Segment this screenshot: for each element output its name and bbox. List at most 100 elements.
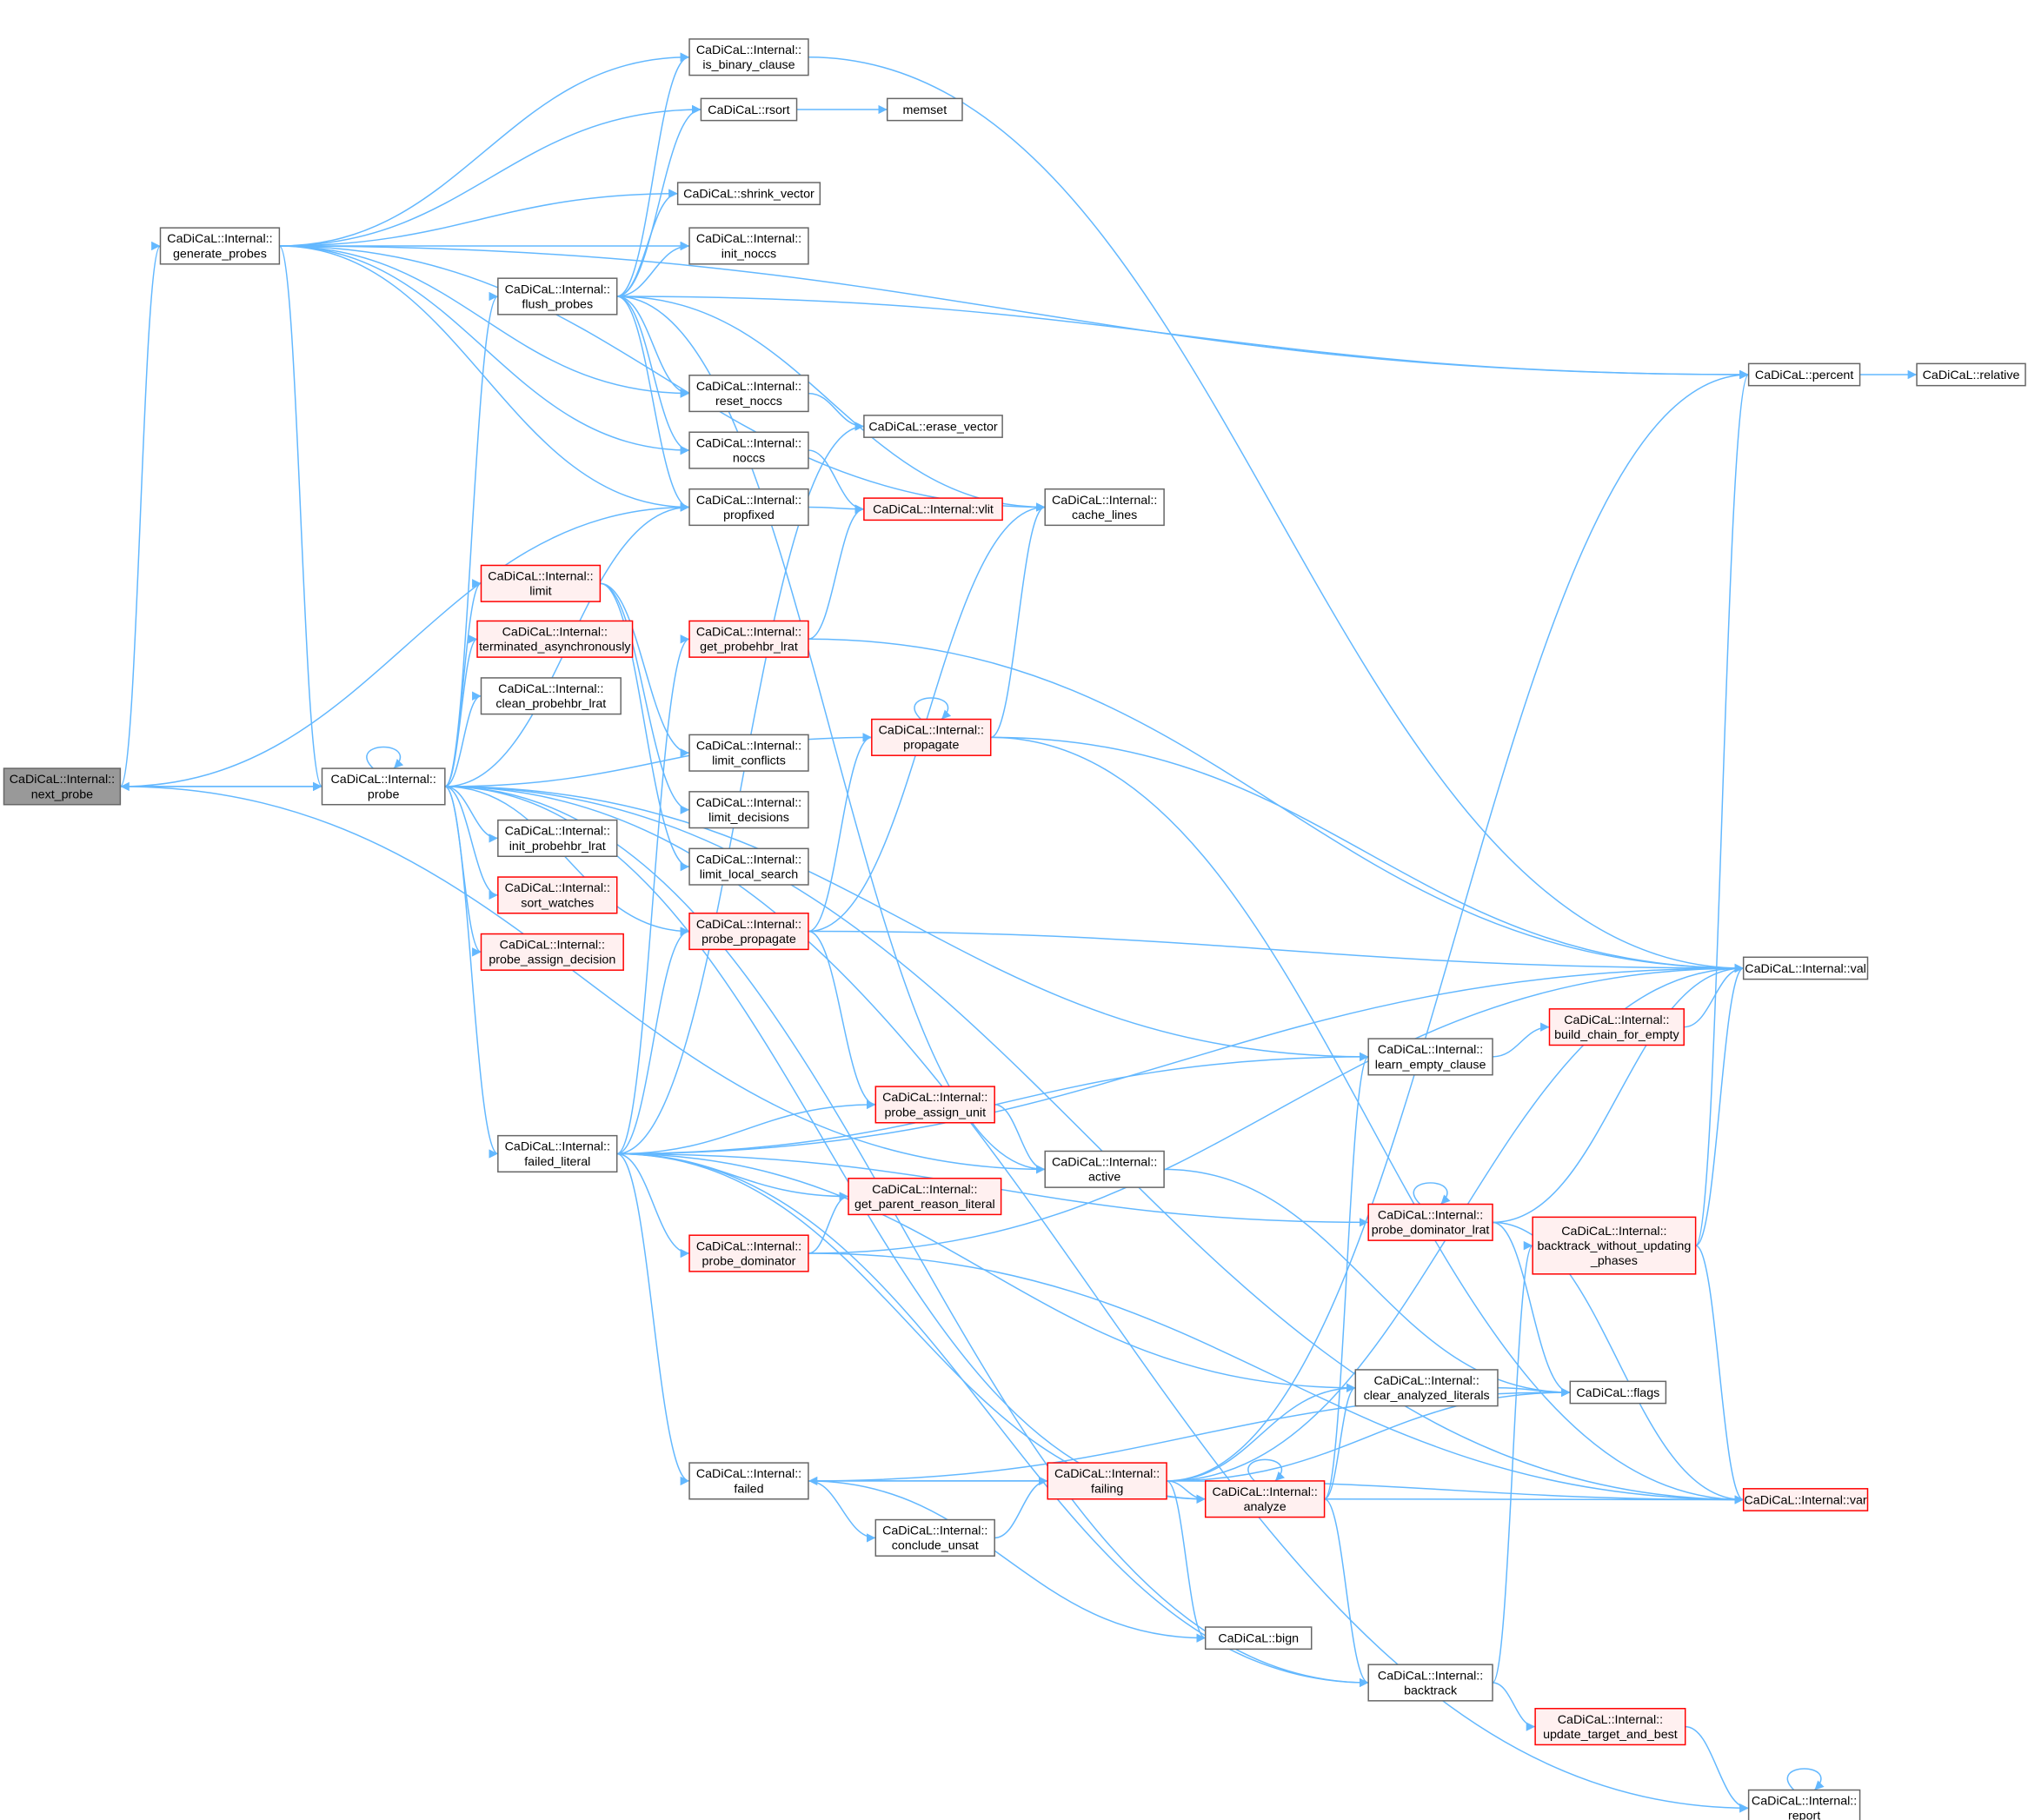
node-box xyxy=(1534,1708,1686,1746)
node-flags[interactable]: CaDiCaL::flags xyxy=(1569,1380,1667,1405)
edge-clear_analyzed_literals-to-flags xyxy=(1497,1387,1571,1398)
node-probe-assign-unit[interactable]: CaDiCaL::Internal::probe_assign_unit xyxy=(874,1086,995,1124)
node-box xyxy=(1044,488,1165,527)
node-next-probe[interactable]: CaDiCaL::Internal::next_probe xyxy=(3,767,122,806)
node-label: CaDiCaL::bign xyxy=(1218,1632,1299,1646)
node-memset[interactable]: memset xyxy=(886,97,963,122)
node-label: init_noccs xyxy=(721,247,776,261)
node-label: CaDiCaL::Internal:: xyxy=(696,494,801,508)
node-shrink-vector[interactable]: CaDiCaL::shrink_vector xyxy=(676,182,821,206)
node-box xyxy=(688,734,809,772)
node-box xyxy=(688,912,809,951)
edge-limit-to-limit_conflicts xyxy=(600,582,690,758)
node-label: CaDiCaL::Internal:: xyxy=(502,626,608,640)
node-var[interactable]: CaDiCaL::Internal::var xyxy=(1742,1488,1869,1511)
node-propfixed[interactable]: CaDiCaL::Internal::propfixed xyxy=(688,488,809,527)
node-learn-empty-clause[interactable]: CaDiCaL::Internal::learn_empty_clause xyxy=(1367,1038,1493,1076)
node-clear-analyzed-literals[interactable]: CaDiCaL::Internal::clear_analyzed_litera… xyxy=(1354,1369,1499,1407)
node-box xyxy=(1742,956,1869,980)
node-label: CaDiCaL::Internal:: xyxy=(696,626,801,640)
edge-propagate-to-val xyxy=(990,736,1744,973)
edge-next_probe-to-propfixed xyxy=(120,502,690,787)
node-rsort[interactable]: CaDiCaL::rsort xyxy=(700,97,798,122)
node-label: backtrack xyxy=(1404,1684,1458,1697)
node-limit-decisions[interactable]: CaDiCaL::Internal::limit_decisions xyxy=(688,791,809,829)
node-label: is_binary_clause xyxy=(702,58,795,72)
node-label: failed xyxy=(734,1482,763,1496)
node-percent[interactable]: CaDiCaL::percent xyxy=(1747,362,1861,387)
edge-limit-to-limit_local_search xyxy=(600,582,690,872)
node-propagate[interactable]: CaDiCaL::Internal::propagate xyxy=(871,718,992,756)
edge-failing-to-percent xyxy=(1167,369,1749,1482)
node-relative[interactable]: CaDiCaL::relative xyxy=(1916,362,2026,387)
edge-get_probehbr_lrat-to-vlit xyxy=(808,504,865,641)
node-label: clean_probehbr_lrat xyxy=(495,697,606,711)
node-box xyxy=(863,497,1003,521)
node-box xyxy=(688,791,809,829)
node-label: flush_probes xyxy=(522,297,593,311)
node-box xyxy=(480,564,602,602)
node-erase-vector[interactable]: CaDiCaL::erase_vector xyxy=(863,415,1003,438)
node-sort-watches[interactable]: CaDiCaL::Internal::sort_watches xyxy=(497,876,618,914)
node-val[interactable]: CaDiCaL::Internal::val xyxy=(1742,956,1869,980)
node-limit-conflicts[interactable]: CaDiCaL::Internal::limit_conflicts xyxy=(688,734,809,772)
node-box xyxy=(497,1134,618,1173)
node-active[interactable]: CaDiCaL::Internal::active xyxy=(1044,1150,1165,1188)
node-init-probehbr-lrat[interactable]: CaDiCaL::Internal::init_probehbr_lrat xyxy=(497,819,618,857)
node-label: CaDiCaL::Internal:: xyxy=(879,724,984,738)
node-label: update_target_and_best xyxy=(1543,1728,1678,1742)
node-report[interactable]: CaDiCaL::Internal::report xyxy=(1747,1789,1861,1820)
node-limit-local-search[interactable]: CaDiCaL::Internal::limit_local_search xyxy=(688,847,809,886)
edge-probe-to-var xyxy=(444,786,1744,1504)
node-probe-dominator-lrat[interactable]: CaDiCaL::Internal::probe_dominator_lrat xyxy=(1367,1203,1493,1241)
node-init-noccs[interactable]: CaDiCaL::Internal::init_noccs xyxy=(688,227,809,265)
node-limit[interactable]: CaDiCaL::Internal::limit xyxy=(480,564,602,602)
node-label: CaDiCaL::Internal:: xyxy=(505,881,610,895)
edge-learn_empty_clause-to-build_chain_for_empty xyxy=(1493,1022,1550,1058)
node-backtrack[interactable]: CaDiCaL::Internal::backtrack xyxy=(1367,1664,1493,1702)
node-conclude-unsat[interactable]: CaDiCaL::Internal::conclude_unsat xyxy=(874,1518,995,1557)
node-clean-probehbr-lrat[interactable]: CaDiCaL::Internal::clean_probehbr_lrat xyxy=(480,677,622,715)
node-noccs[interactable]: CaDiCaL::Internal::noccs xyxy=(688,431,809,469)
node-generate-probes[interactable]: CaDiCaL::Internal::generate_probes xyxy=(159,227,281,265)
node-label: CaDiCaL::Internal:: xyxy=(1054,1467,1160,1481)
edge-failed_literal-to-failed xyxy=(616,1152,690,1486)
node-failing[interactable]: CaDiCaL::Internal::failing xyxy=(1047,1462,1167,1500)
edge-probe-to-report xyxy=(444,786,1749,1813)
edge-report-to-report xyxy=(1786,1768,1825,1791)
node-build-chain-for-empty[interactable]: CaDiCaL::Internal::build_chain_for_empty xyxy=(1548,1008,1685,1046)
node-flush-probes[interactable]: CaDiCaL::Internal::flush_probes xyxy=(497,277,618,316)
node-reset-noccs[interactable]: CaDiCaL::Internal::reset_noccs xyxy=(688,375,809,413)
node-get-probehbr-lrat[interactable]: CaDiCaL::Internal::get_probehbr_lrat xyxy=(688,620,809,658)
node-failed-literal[interactable]: CaDiCaL::Internal::failed_literal xyxy=(497,1134,618,1173)
node-label: cache_lines xyxy=(1072,508,1137,522)
node-probe[interactable]: CaDiCaL::Internal::probe xyxy=(321,767,446,806)
node-box xyxy=(688,847,809,886)
node-probe-assign-decision[interactable]: CaDiCaL::Internal::probe_assign_decision xyxy=(480,933,624,971)
edge-probe_propagate-to-val xyxy=(808,930,1744,973)
node-box xyxy=(688,38,809,76)
node-probe-propagate[interactable]: CaDiCaL::Internal::probe_propagate xyxy=(688,912,809,951)
node-is-binary-clause[interactable]: CaDiCaL::Internal::is_binary_clause xyxy=(688,38,809,76)
node-analyze[interactable]: CaDiCaL::Internal::analyze xyxy=(1204,1480,1326,1518)
edge-analyze-to-var xyxy=(1324,1495,1744,1504)
node-label: CaDiCaL::erase_vector xyxy=(868,420,998,434)
edge-failing-to-bign xyxy=(1166,1480,1207,1643)
node-terminated-asynchronously[interactable]: CaDiCaL::Internal::terminated_asynchrono… xyxy=(476,620,634,658)
node-vlit[interactable]: CaDiCaL::Internal::vlit xyxy=(863,497,1003,521)
node-update-target-and-best[interactable]: CaDiCaL::Internal::update_target_and_bes… xyxy=(1534,1708,1686,1746)
node-failed[interactable]: CaDiCaL::Internal::failed xyxy=(688,1462,809,1500)
edge-probe_propagate-to-propagate xyxy=(808,733,873,933)
node-backtrack-without-updating-phases[interactable]: CaDiCaL::Internal::backtrack_without_upd… xyxy=(1532,1216,1697,1275)
node-box xyxy=(1044,1150,1165,1188)
node-label: active xyxy=(1088,1171,1120,1185)
node-get-parent-reason-literal[interactable]: CaDiCaL::Internal::get_parent_reason_lit… xyxy=(848,1177,1002,1216)
node-cache-lines[interactable]: CaDiCaL::Internal::cache_lines xyxy=(1044,488,1165,527)
node-box xyxy=(874,1086,995,1124)
edge-next_probe-to-generate_probes xyxy=(119,242,162,787)
node-bign[interactable]: CaDiCaL::bign xyxy=(1204,1626,1313,1651)
node-probe-dominator[interactable]: CaDiCaL::Internal::probe_dominator xyxy=(688,1234,809,1272)
node-label: CaDiCaL::Internal:: xyxy=(1378,1043,1483,1057)
node-label: CaDiCaL::Internal:: xyxy=(696,740,801,754)
node-box xyxy=(871,718,992,756)
